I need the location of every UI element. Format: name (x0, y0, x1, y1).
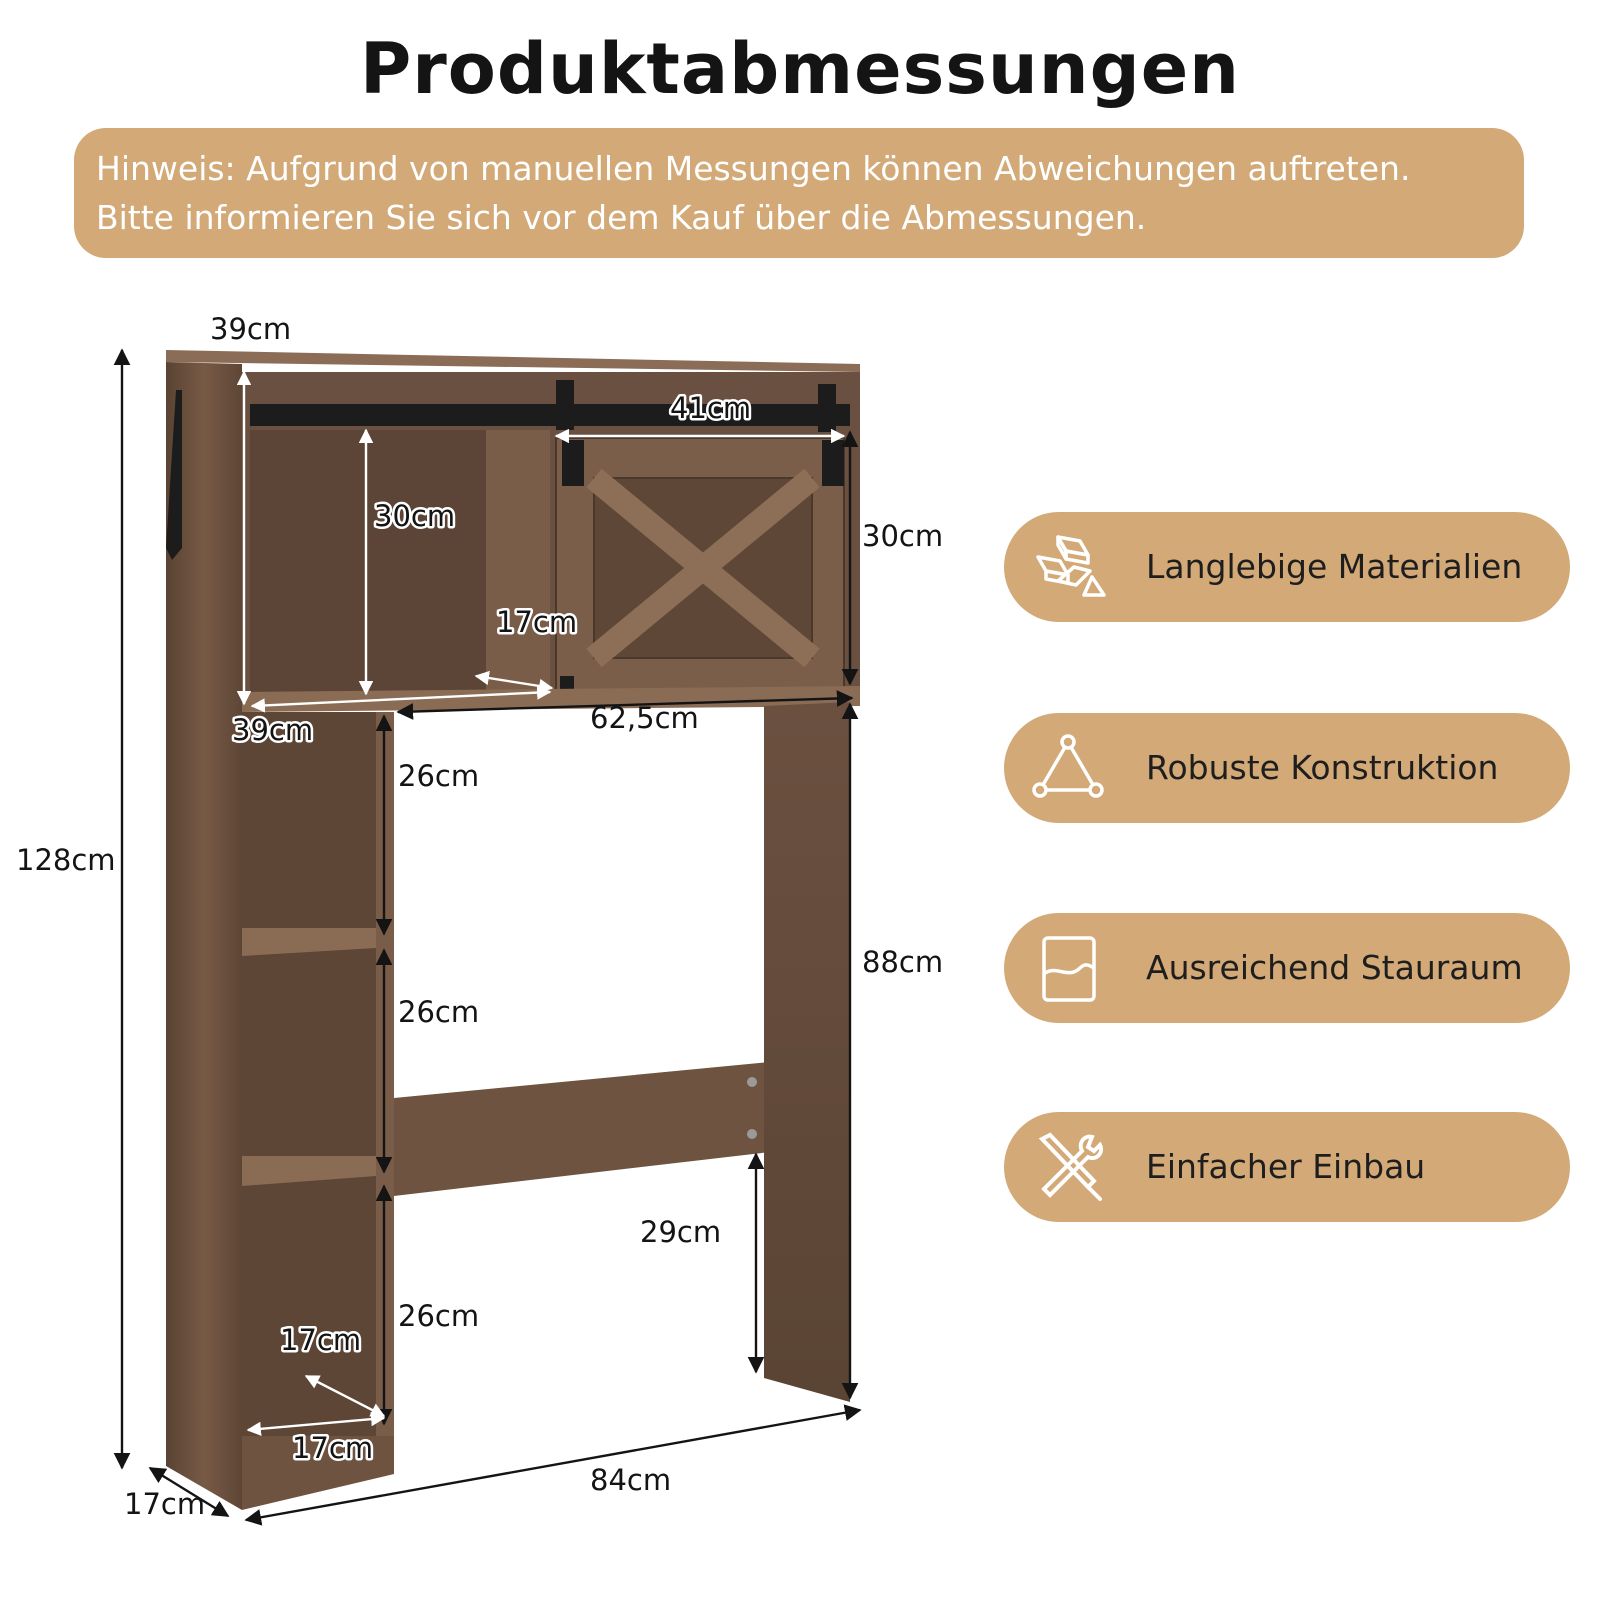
screw-bottom (747, 1129, 757, 1139)
storage-tower-back (242, 712, 392, 1470)
label-opening-width: 62,5cm (590, 701, 699, 735)
label-leg-height: 88cm (862, 945, 943, 979)
label-divider-depth: 17cm (496, 605, 577, 639)
top-board (166, 350, 860, 372)
tower-shelf-1 (242, 928, 376, 956)
rail-hanger-right (818, 384, 836, 432)
feature-label: Ausreichend Stauraum (1146, 948, 1523, 987)
feature-label: Langlebige Materialien (1146, 547, 1523, 586)
crossbar (394, 1062, 770, 1196)
open-compartment (250, 430, 486, 692)
storage-box-icon (1042, 936, 1096, 1002)
hint-line-2: Bitte informieren Sie sich vor dem Kauf … (96, 198, 1147, 237)
feature-label: Robuste Konstruktion (1146, 748, 1499, 787)
label-cube-depth: 17cm (280, 1323, 361, 1357)
label-shelf-2: 26cm (398, 995, 479, 1029)
dim-line-opening-width (396, 690, 854, 720)
triangle-structure-icon (1032, 734, 1104, 798)
hint-banner: Hinweis: Aufgrund von manuellen Messunge… (74, 128, 1524, 258)
gold-bars-icon (1036, 535, 1106, 597)
hanging-strap (166, 390, 182, 560)
dimension-lines (113, 348, 862, 1526)
label-total-height: 128cm (16, 843, 116, 877)
dim-line-total-width (244, 1404, 862, 1526)
rail-hanger-left (556, 380, 574, 430)
feature-easy-installation: Einfacher Einbau (1004, 1112, 1570, 1222)
label-total-width: 84cm (590, 1463, 671, 1497)
sliding-rail (250, 404, 850, 426)
hint-line-1: Hinweis: Aufgrund von manuellen Messunge… (96, 149, 1411, 188)
left-side-panel (166, 362, 242, 1510)
label-shelf-3: 26cm (398, 1299, 479, 1333)
label-shelf-1: 26cm (398, 759, 479, 793)
feature-durable-materials: Langlebige Materialien (1004, 512, 1570, 622)
label-inner-depth: 39cm (232, 713, 313, 747)
feature-label: Einfacher Einbau (1146, 1147, 1426, 1186)
label-side-depth: 17cm (124, 1487, 205, 1521)
label-open-height: 30cm (374, 499, 455, 533)
right-leg (764, 702, 850, 1402)
label-door-width: 41cm (670, 391, 751, 425)
cabinet-divider (486, 430, 550, 692)
tools-icon (1038, 1132, 1103, 1201)
barn-door (555, 437, 845, 692)
tower-shelf-2 (242, 1156, 376, 1186)
label-cube-width: 17cm (292, 1431, 373, 1465)
dim-line-side-depth (148, 1466, 230, 1518)
feature-robust-construction: Robuste Konstruktion (1004, 713, 1570, 823)
screw-top (747, 1077, 757, 1087)
page-title: Produktabmessungen (359, 28, 1241, 110)
feature-ample-storage: Ausreichend Stauraum (1004, 913, 1570, 1023)
label-crossbar-height: 29cm (640, 1215, 721, 1249)
dimension-labels: 39cm 41cm 30cm 30cm 17cm 39cm 62,5cm 128… (16, 312, 943, 1521)
label-cabinet-height: 30cm (862, 519, 943, 553)
label-depth-top: 39cm (210, 312, 291, 346)
